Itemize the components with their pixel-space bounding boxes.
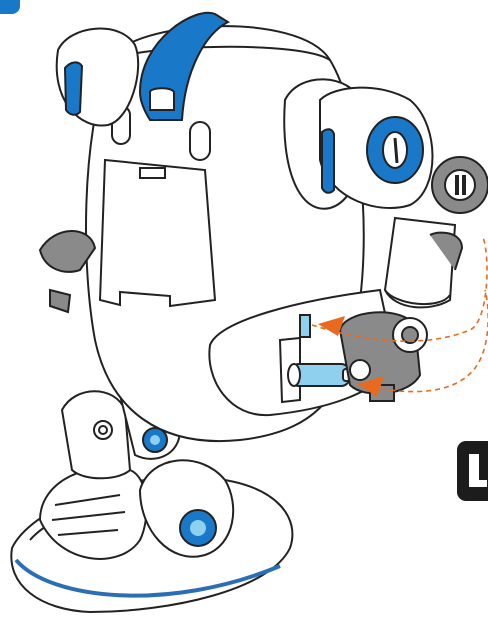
- battery-icon: [288, 364, 353, 386]
- side-badge: [457, 441, 488, 501]
- servo-motor-icon: [340, 312, 427, 401]
- side-badge-glyph: [469, 454, 479, 480]
- servo-horn: [432, 157, 488, 213]
- left-shoulder: [57, 29, 138, 126]
- right-shoulder: [284, 79, 432, 208]
- right-arm: [385, 218, 462, 307]
